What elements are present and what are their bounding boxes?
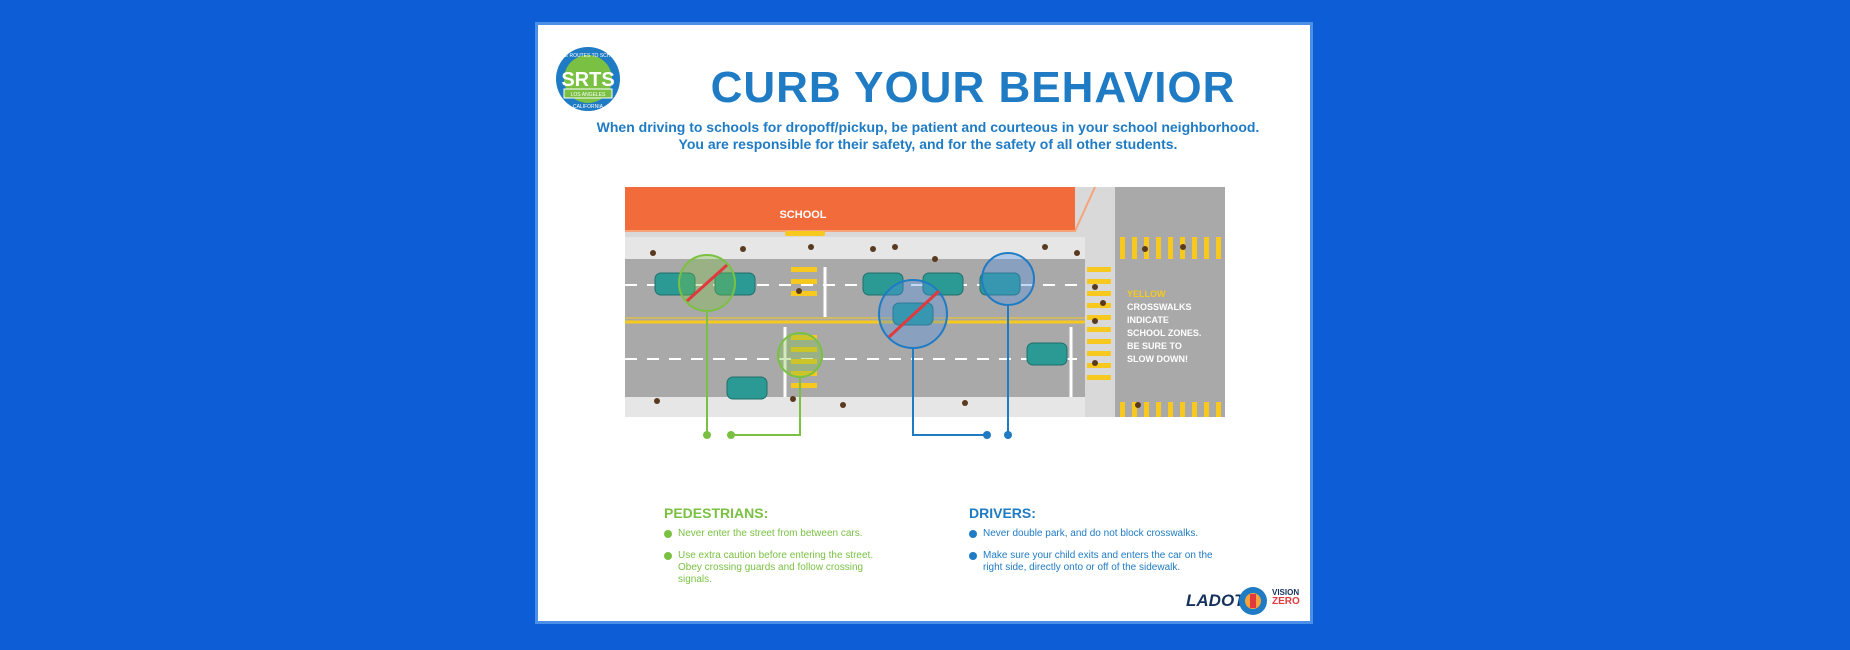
ped-callout-2 xyxy=(777,332,823,378)
pedestrian-tip-2: Use extra caution before entering the st… xyxy=(678,550,874,585)
vision-zero-logo: VISION ZERO xyxy=(1272,588,1300,607)
subtitle-line-1: When driving to schools for dropoff/pick… xyxy=(596,119,1260,135)
driver-tip-1: Never double park, and do not block cros… xyxy=(983,528,1199,539)
note-line-1: CROSSWALKS xyxy=(1127,302,1192,312)
poster: SRTS LOS ANGELES SAFE ROUTES TO SCHOOL C… xyxy=(535,22,1313,624)
crosswalk-mid xyxy=(791,267,817,388)
bullet-dot xyxy=(664,552,672,560)
bullet-dot xyxy=(969,530,977,538)
note-line-5: SLOW DOWN! xyxy=(1127,354,1188,364)
school-building xyxy=(625,187,1075,231)
vision-text: VISION xyxy=(1272,588,1300,597)
note-line-2: INDICATE xyxy=(1127,315,1169,325)
poster-title: CURB YOUR BEHAVIOR xyxy=(710,63,1236,112)
zero-text: ZERO xyxy=(1272,596,1300,607)
list-item: Use extra caution before entering the st… xyxy=(664,550,894,586)
srts-logo: SRTS LOS ANGELES SAFE ROUTES TO SCHOOL C… xyxy=(554,45,622,118)
list-item: Make sure your child exits and enters th… xyxy=(969,550,1229,574)
subtitle-line-2: You are responsible for their safety, an… xyxy=(678,136,1178,152)
crosswalk-note: YELLOW CROSSWALKS INDICATE SCHOOL ZONES.… xyxy=(1127,289,1204,364)
srts-bottom-text: CALIFORNIA xyxy=(573,104,604,110)
srts-mid-text: LOS ANGELES xyxy=(571,92,606,98)
crosswalk-bottom xyxy=(1120,402,1221,417)
ladot-logo: LADOT xyxy=(1186,591,1245,610)
drivers-heading: DRIVERS: xyxy=(969,505,1036,521)
pedestrians-heading: PEDESTRIANS: xyxy=(664,505,769,521)
list-item: Never double park, and do not block cros… xyxy=(969,528,1229,540)
crosswalk-top xyxy=(1120,237,1221,259)
drivers-list: Never double park, and do not block cros… xyxy=(969,528,1229,584)
poster-subtitle: When driving to schools for dropoff/pick… xyxy=(558,119,1298,153)
driver-tip-2: Make sure your child exits and enters th… xyxy=(983,550,1213,573)
bullet-dot xyxy=(969,552,977,560)
driver-callout-2 xyxy=(981,252,1035,306)
note-line-3: SCHOOL ZONES. xyxy=(1127,328,1201,338)
pedestrians-list: Never enter the street from between cars… xyxy=(664,528,894,596)
svg-text:SRTS: SRTS xyxy=(561,69,614,91)
crosswalk-right xyxy=(1087,267,1111,380)
cross-street xyxy=(1115,187,1225,417)
street-illustration: SCHOOL xyxy=(625,186,1225,454)
srts-top-text: SAFE ROUTES TO SCHOOL xyxy=(555,53,621,59)
vision-zero-icon xyxy=(1238,586,1268,621)
pedestrian-tip-1: Never enter the street from between cars… xyxy=(678,528,863,539)
note-line-4: BE SURE TO xyxy=(1127,341,1182,351)
note-yellow: YELLOW xyxy=(1127,289,1166,299)
list-item: Never enter the street from between cars… xyxy=(664,528,894,540)
bullet-dot xyxy=(664,530,672,538)
school-label: SCHOOL xyxy=(779,209,826,221)
